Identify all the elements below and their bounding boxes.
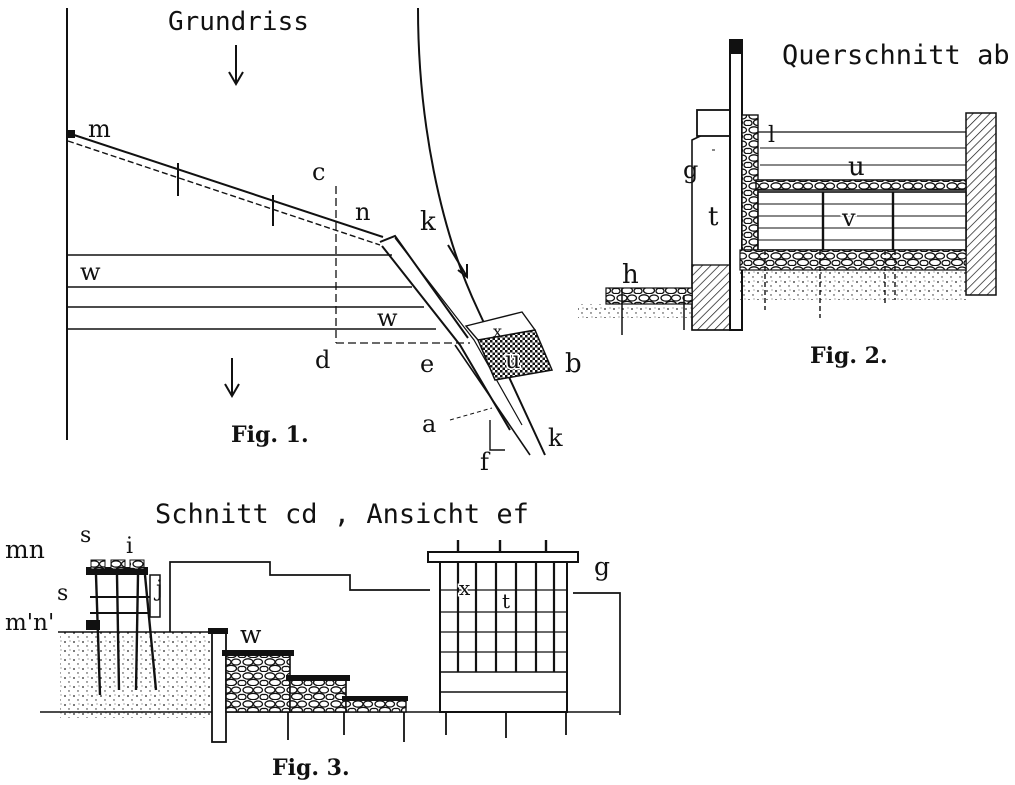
fig1-beam-end bbox=[67, 130, 75, 138]
fig2-label-g: g bbox=[683, 156, 698, 184]
fig1-diagonal-wall-inner bbox=[394, 237, 523, 426]
fig2-caption: Fig. 2. bbox=[810, 343, 888, 369]
fig1-label-m: m bbox=[88, 115, 111, 143]
fig3-scaffold-posts bbox=[94, 574, 158, 696]
fig2-ground-stones bbox=[739, 249, 967, 271]
fig2-label-h: h bbox=[622, 260, 639, 290]
fig1-label-w-mid: w bbox=[377, 304, 398, 332]
fig3-label-i: i bbox=[126, 534, 133, 559]
fig3-label-mn: mn bbox=[5, 535, 45, 564]
fig1-label-x: x bbox=[493, 322, 502, 341]
fig2-label-t: t bbox=[708, 202, 719, 232]
fig3-label-x: x bbox=[459, 576, 471, 600]
fig1-label-n: n bbox=[355, 198, 370, 226]
fig2-label-l: l bbox=[768, 123, 775, 148]
fig3-right-profile bbox=[573, 592, 621, 715]
fig3-sluice-top bbox=[427, 551, 579, 563]
fig2-beam-row bbox=[755, 179, 967, 191]
fig3-step-beam bbox=[342, 696, 408, 701]
fig2-right-wall bbox=[965, 112, 997, 296]
fig2-ledge-ground bbox=[578, 304, 692, 318]
fig1-beam-mn bbox=[67, 132, 384, 238]
fig1-label-d: d bbox=[315, 346, 330, 374]
fig2-label-u: u bbox=[848, 152, 865, 182]
fig1-caption: Fig. 1. bbox=[231, 422, 309, 448]
fig3-step-beam bbox=[222, 650, 294, 656]
fig3-block bbox=[90, 559, 106, 570]
fig3-wall-post bbox=[211, 629, 227, 743]
fig3-section-profile bbox=[169, 561, 430, 632]
fig1-beam-mn-inner bbox=[67, 140, 381, 246]
fig3-label-j: j bbox=[153, 577, 163, 602]
fig2-cap bbox=[696, 109, 732, 137]
fig3-ground-left bbox=[60, 632, 218, 718]
fig2-cross-section: Querschnitt ab g t u v h l Fig. 2. bbox=[578, 39, 1010, 369]
fig1-leader-a bbox=[449, 407, 493, 421]
fig3-sluice-grid bbox=[440, 540, 567, 693]
fig3-step-piles bbox=[287, 712, 405, 742]
fig3-side-post-j bbox=[149, 574, 161, 618]
fig1-label-u: u bbox=[505, 346, 520, 374]
fig3-title: Schnitt cd , Ansicht ef bbox=[155, 499, 529, 530]
fig1-label-e: e bbox=[420, 350, 434, 378]
fig1-marker-f bbox=[489, 420, 505, 451]
fig3-block bbox=[110, 559, 126, 570]
fig1-diagonal-wall bbox=[379, 234, 469, 339]
fig1-diagonal-wall bbox=[381, 245, 511, 431]
fig2-post-top bbox=[731, 40, 741, 54]
fig3-rubble-step bbox=[289, 679, 347, 713]
fig1-label-c: c bbox=[312, 158, 325, 186]
diagonal-arrow-icon bbox=[447, 244, 468, 280]
fig3-step-beam bbox=[286, 675, 350, 681]
fig1-label-b: b bbox=[565, 349, 582, 379]
fig1-label-w-left: w bbox=[80, 258, 101, 286]
fig3-rubble-step bbox=[225, 654, 291, 713]
fig1-title: Grundriss bbox=[168, 7, 309, 37]
fig1-label-f: f bbox=[480, 448, 491, 476]
fig3-beam-mn-prime bbox=[86, 620, 100, 630]
fig3-label-s-top: s bbox=[80, 523, 91, 548]
fig1-label-k-bottom: k bbox=[548, 424, 563, 452]
fig3-section-elevation: Schnitt cd , Ansicht ef mn s s i j m'n' … bbox=[5, 499, 621, 781]
fig3-label-mn-prime: m'n' bbox=[5, 610, 54, 636]
fig1-gate-x bbox=[464, 311, 537, 341]
fig2-title: Querschnitt ab bbox=[782, 40, 1010, 71]
fig2-piles bbox=[764, 250, 896, 318]
fig3-sluice-frame bbox=[439, 561, 568, 713]
fig1-plan-view: Grundriss m n c d e a f k k b u x w w Fi… bbox=[66, 7, 582, 476]
fig3-label-s-side: s bbox=[57, 581, 68, 606]
fig2-crib-planks bbox=[758, 192, 966, 250]
down-arrow-icon bbox=[224, 358, 240, 398]
fig1-label-k-top: k bbox=[420, 207, 436, 237]
fig3-wall-cap bbox=[208, 628, 228, 634]
fig3-sluice-piles bbox=[445, 712, 567, 738]
fig3-rubble-step bbox=[345, 699, 407, 713]
fig3-top-beam-mn bbox=[86, 567, 148, 575]
fig2-ground bbox=[740, 270, 966, 300]
fig2-crib-v bbox=[757, 191, 967, 251]
fig3-caption: Fig. 3. bbox=[272, 755, 350, 781]
fig3-label-w: w bbox=[240, 620, 262, 649]
down-arrow-icon bbox=[228, 45, 244, 86]
fig3-block bbox=[129, 559, 145, 570]
fig1-label-a: a bbox=[422, 410, 436, 438]
fig2-ledge-h bbox=[605, 287, 693, 305]
fig3-label-g: g bbox=[594, 552, 610, 581]
fig2-label-v: v bbox=[841, 204, 856, 232]
fig1-right-bank-curve bbox=[417, 7, 546, 456]
fig3-label-t: t bbox=[502, 589, 510, 613]
